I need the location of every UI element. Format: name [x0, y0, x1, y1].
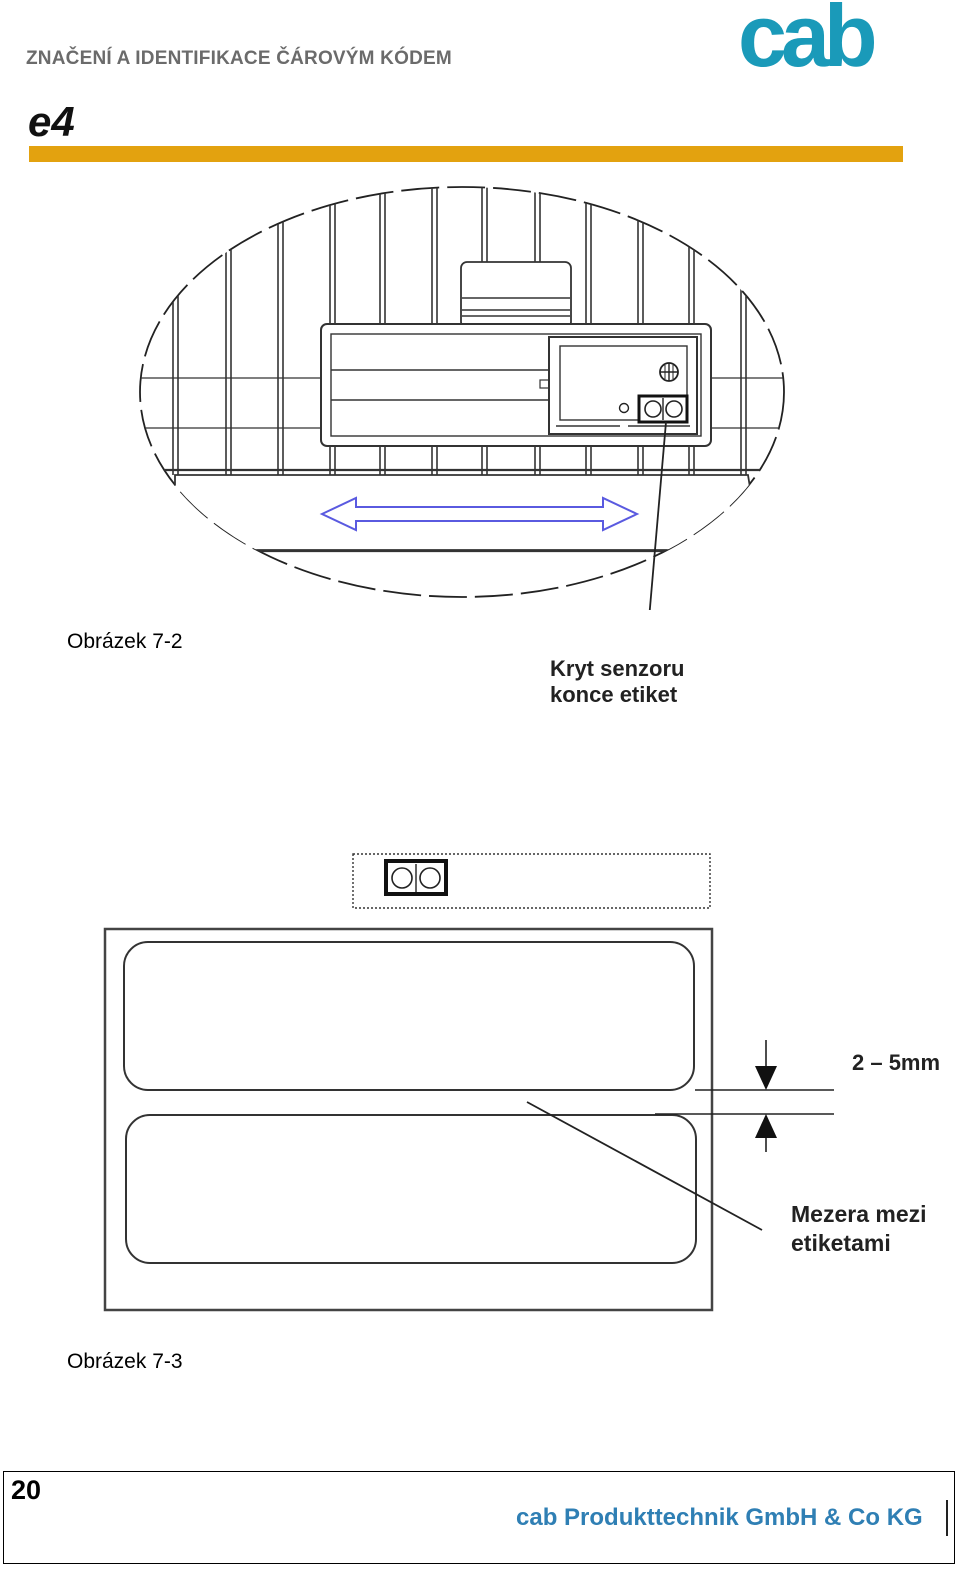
page-number: 20 [11, 1475, 42, 1505]
sensor-eye-icon [419, 867, 441, 889]
figure-label-gap [103, 853, 834, 1312]
figure-caption: Obrázek 7-3 [67, 1350, 183, 1373]
section-title: ZNAČENÍ A IDENTIFIKACE ČÁROVÝM KÓDEM [26, 48, 452, 69]
label [123, 941, 695, 1091]
callout-line: konce etiket [550, 682, 678, 707]
callout-label-gap: Mezera mezi etiketami [791, 1200, 927, 1258]
callout-line: Mezera mezi [791, 1201, 927, 1227]
callout-line: Kryt senzoru [550, 656, 685, 681]
leader-line [648, 421, 667, 610]
sensor-strip [352, 853, 711, 909]
double-arrow-icon [319, 496, 640, 532]
arrow-up-icon [755, 1114, 777, 1138]
gap-dimension-label: 2 – 5mm [852, 1050, 941, 1075]
e4-logo-text: e4 [28, 98, 75, 142]
arrow-down-icon [755, 1066, 777, 1090]
leader-line [526, 1101, 763, 1231]
detail-oval [139, 186, 785, 598]
sensor-eye-icon [665, 400, 683, 418]
sensor-eye-icon [644, 400, 662, 418]
footer-divider [946, 1500, 948, 1536]
figure-caption: Obrázek 7-2 [67, 630, 183, 653]
company-name: cab Produkttechnik GmbH & Co KG [516, 1504, 923, 1531]
indicator-hole [618, 402, 630, 414]
cab-logo-text: cab [738, 0, 875, 72]
label [125, 1114, 697, 1264]
footer [3, 1471, 955, 1564]
cab-logo: cab [738, 0, 881, 72]
sensor-eye-icon [391, 867, 413, 889]
e4-logo: e4 [28, 98, 75, 142]
callout-line: etiketami [791, 1230, 891, 1256]
accent-bar [29, 146, 903, 162]
housing-tab [460, 261, 572, 329]
callout-sensor-cover: Kryt senzoru konce etiket [550, 656, 684, 708]
figure-sensor-detail [139, 186, 785, 610]
